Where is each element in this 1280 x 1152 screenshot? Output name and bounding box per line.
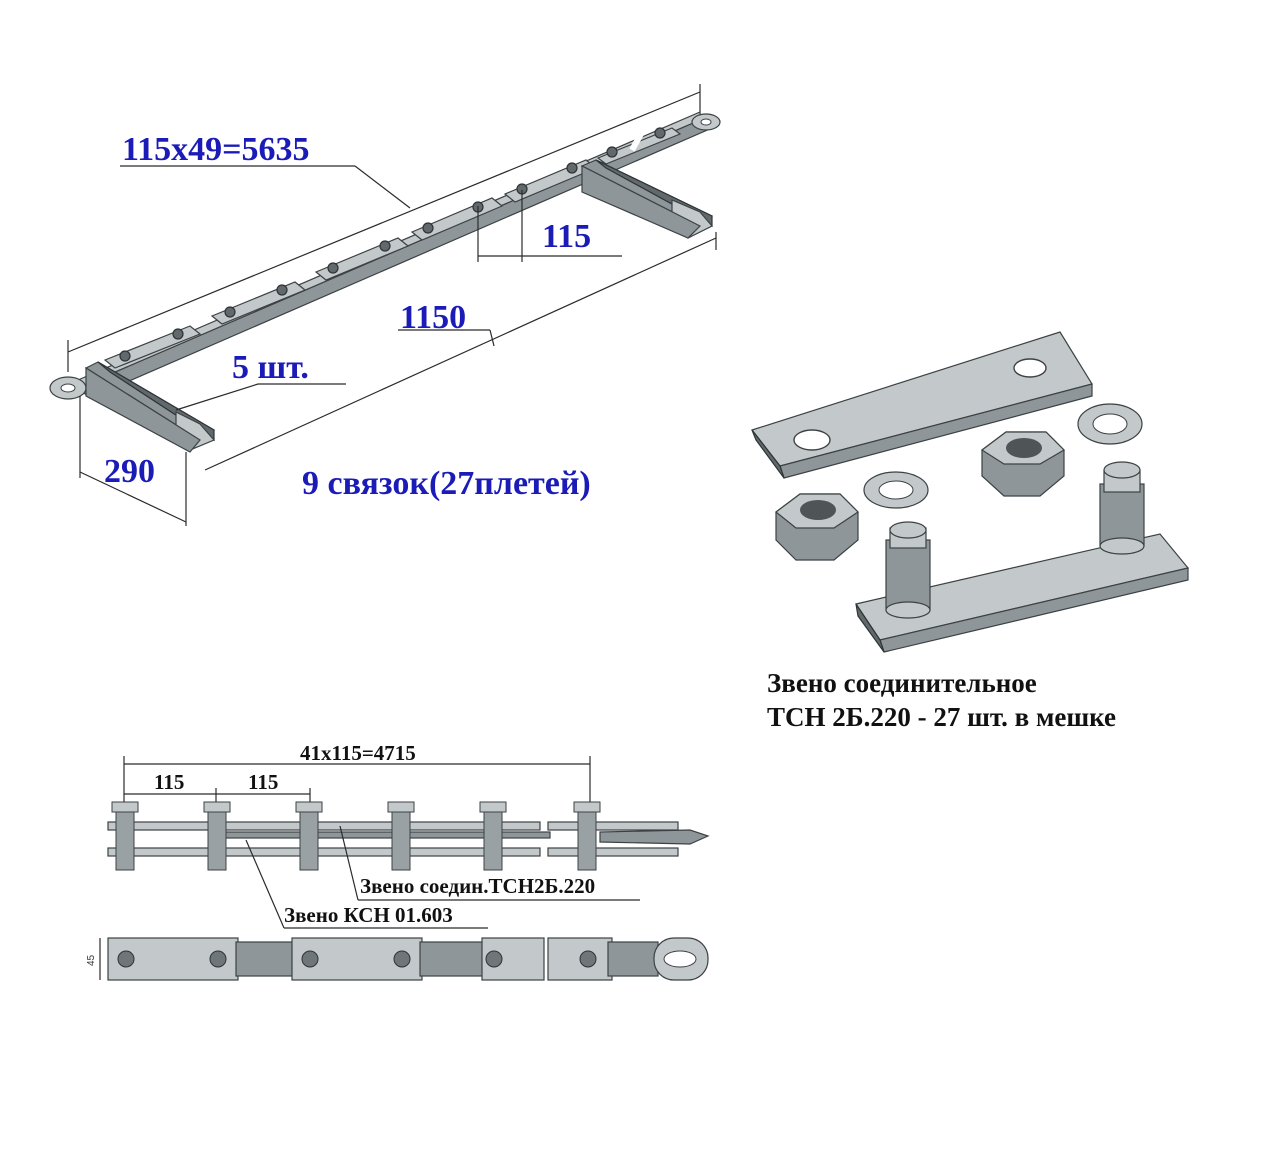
chain-link-plates [103, 127, 682, 369]
chain-plan-view: 45 [86, 937, 709, 981]
connector-caption: Звено соединительное ТСН 2Б.220 - 27 шт.… [767, 666, 1116, 734]
dim-pitch-1: 115 [154, 770, 184, 794]
scraper-left [84, 361, 216, 453]
lock-washer-right [1077, 403, 1143, 445]
dim-pitch-2: 115 [248, 770, 278, 794]
connector-plate-with-holes [750, 331, 1093, 479]
bundle-note: 9 связок(27плетей) [302, 465, 591, 502]
connector-link-illustration [750, 331, 1190, 653]
dim-height: 45 [86, 954, 97, 966]
connector-caption-line1: Звено соединительное [767, 668, 1037, 698]
scraper-right [580, 159, 714, 239]
callout-connector: Звено соедин.ТСН2Б.220 [360, 874, 595, 898]
hex-nut-right [980, 431, 1065, 497]
dim-total-label: 115x49=5635 [122, 131, 310, 168]
dim-length-label: 1150 [400, 299, 466, 336]
connector-caption-line2: ТСН 2Б.220 - 27 шт. в мешке [767, 702, 1116, 732]
dim-total-bottom: 41x115=4715 [300, 741, 416, 765]
bottom-chain-drawing: 41x115=4715 115 115 [86, 741, 710, 981]
dim-pitch-label: 115 [542, 218, 591, 255]
dim-width-label: 290 [104, 453, 155, 490]
top-chain-drawing: 115x49=5635 115 1150 5 шт. 290 9 связок(… [49, 84, 721, 526]
dim-count-label: 5 шт. [232, 349, 309, 386]
connector-plate-with-studs [855, 461, 1190, 653]
hex-nut-left [775, 493, 859, 561]
lock-washer-left [863, 471, 929, 509]
chain-side-view [107, 801, 710, 871]
callout-link: Звено КСН 01.603 [284, 903, 453, 927]
